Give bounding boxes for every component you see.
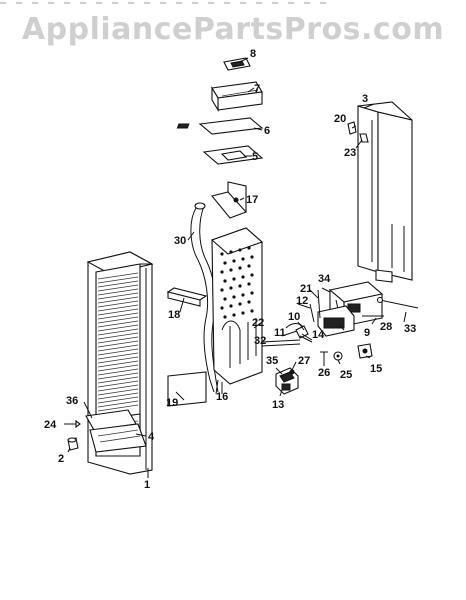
callout-6: 6 xyxy=(264,125,270,137)
callout-15: 15 xyxy=(370,363,382,375)
part-14-thermocouple xyxy=(299,335,313,343)
callout-16: 16 xyxy=(216,391,228,403)
callout-12: 12 xyxy=(296,295,308,307)
part-33-rod xyxy=(376,296,419,309)
callout-36: 36 xyxy=(66,395,78,407)
callout-22: 22 xyxy=(252,317,264,329)
callout-labels: 1234567891011121314151617181920212223242… xyxy=(44,48,416,491)
part-2-knob xyxy=(67,437,79,451)
part-19-panel xyxy=(167,371,207,407)
part-12-fitting xyxy=(309,303,315,323)
callout-5: 5 xyxy=(252,151,258,163)
part-6-plate xyxy=(176,117,264,135)
callout-33: 33 xyxy=(404,323,416,335)
part-15-knob xyxy=(357,343,373,359)
part-13-igniter xyxy=(275,367,299,395)
part-32-tubing xyxy=(261,339,301,347)
part-4-lower-panel xyxy=(89,423,147,453)
part-11-pilot-assembly xyxy=(281,325,309,339)
callout-3: 3 xyxy=(362,93,368,105)
callout-35: 35 xyxy=(266,355,278,367)
callout-21: 21 xyxy=(300,283,312,295)
part-8-cap xyxy=(223,57,251,71)
part-17-bracket xyxy=(211,181,247,219)
callout-32: 32 xyxy=(254,335,266,347)
part-7-deflector xyxy=(211,81,263,112)
part-22-heat-exchanger xyxy=(210,227,264,385)
callout-27: 27 xyxy=(298,355,310,367)
callout-8: 8 xyxy=(250,48,256,60)
callout-14: 14 xyxy=(312,329,325,341)
callout-7: 7 xyxy=(254,83,260,95)
watermark: AppliancePartsPros.com xyxy=(21,12,445,47)
part-5-plate xyxy=(202,145,264,165)
callout-18: 18 xyxy=(168,309,180,321)
callout-17: 17 xyxy=(246,194,258,206)
callout-11: 11 xyxy=(274,327,286,339)
callout-25: 25 xyxy=(340,369,352,381)
callout-9: 9 xyxy=(364,327,370,339)
part-26-screw xyxy=(320,351,328,366)
leader-lines xyxy=(67,57,407,478)
part-3-back-cabinet xyxy=(357,101,413,283)
callout-13: 13 xyxy=(272,399,284,411)
callout-30: 30 xyxy=(174,235,186,247)
callout-4: 4 xyxy=(148,431,155,443)
part-27-igniter-button xyxy=(289,369,295,375)
callout-1: 1 xyxy=(144,479,150,491)
callout-28: 28 xyxy=(380,321,392,333)
part-35-igniter-wire xyxy=(275,367,283,375)
part-9-gas-valve xyxy=(317,305,355,337)
callout-34: 34 xyxy=(318,273,331,285)
part-18-burner-tray xyxy=(166,287,208,307)
callout-26: 26 xyxy=(318,367,330,379)
callout-19: 19 xyxy=(166,397,178,409)
part-21-tube xyxy=(317,289,321,319)
part-25-nut xyxy=(333,351,343,361)
callout-23: 23 xyxy=(344,147,356,159)
callout-24: 24 xyxy=(44,419,57,431)
callout-2: 2 xyxy=(58,453,64,465)
part-24-screw xyxy=(64,419,81,429)
callout-10: 10 xyxy=(288,311,300,323)
callout-20: 20 xyxy=(334,113,346,125)
